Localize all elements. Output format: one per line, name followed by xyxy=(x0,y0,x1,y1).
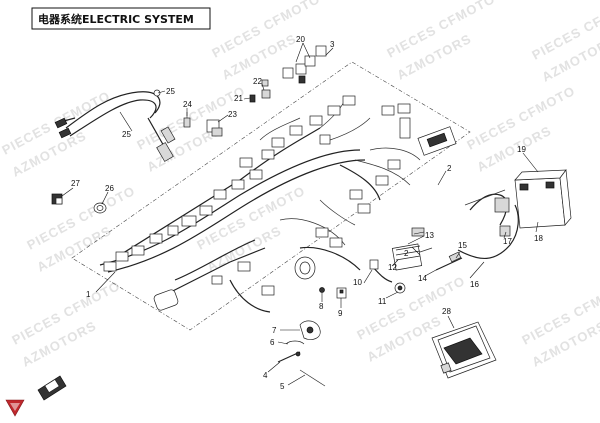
main-wire-harness xyxy=(99,95,457,313)
battery-assembly xyxy=(457,169,572,259)
callout-18: 18 xyxy=(534,234,543,243)
callout-10: 10 xyxy=(353,278,362,287)
callout-27: 27 xyxy=(71,179,80,188)
callout-7: 7 xyxy=(272,326,277,335)
cable-part-14-15 xyxy=(435,251,463,271)
callout-2: 2 xyxy=(447,164,452,173)
relay-group-20 xyxy=(282,45,327,84)
part-4 xyxy=(277,351,301,363)
oxygen-sensor-cables xyxy=(54,89,176,162)
part-6 xyxy=(285,340,305,345)
callout-14: 14 xyxy=(418,274,427,283)
callout-22: 22 xyxy=(253,77,262,86)
sensor-part-10 xyxy=(369,259,393,283)
callout-25b: 25 xyxy=(122,130,131,139)
callout-19: 19 xyxy=(517,145,526,154)
callout-2b: 2 xyxy=(404,249,409,258)
callout-4: 4 xyxy=(263,371,268,380)
watermark-layer: PIECES CFMOTO AZMOTORS PIECES CFMOTO AZM… xyxy=(0,0,600,370)
callout-16: 16 xyxy=(470,280,479,289)
harness-frame xyxy=(71,61,471,331)
connector-part-13 xyxy=(411,227,425,237)
callout-17: 17 xyxy=(503,237,512,246)
ecu-28 xyxy=(431,321,497,379)
callout-1: 1 xyxy=(86,290,91,299)
part-9 xyxy=(336,287,347,299)
diagram-title: 电器系统ELECTRIC SYSTEM xyxy=(38,12,194,26)
callout-15: 15 xyxy=(458,241,467,250)
callout-24: 24 xyxy=(183,100,192,109)
callout-11: 11 xyxy=(378,297,387,306)
front-direction-arrow xyxy=(37,375,67,401)
part-8 xyxy=(319,287,325,293)
callout-25: 25 xyxy=(166,87,175,96)
fuse-parts-21-22 xyxy=(249,79,271,103)
callout-23: 23 xyxy=(228,110,237,119)
voltage-regulator-12 xyxy=(391,243,433,271)
callout-26: 26 xyxy=(105,184,114,193)
part-5 xyxy=(299,369,326,387)
callout-9: 9 xyxy=(338,309,343,318)
title-block: 电器系统ELECTRIC SYSTEM xyxy=(31,7,211,30)
sensor-part-7 xyxy=(299,320,321,340)
callout-layer: 1 2 3 4 5 6 7 8 9 10 11 12 13 14 15 16 xyxy=(61,35,543,391)
callout-21: 21 xyxy=(234,94,243,103)
switch-part-27 xyxy=(51,193,63,205)
callout-8: 8 xyxy=(319,302,324,311)
relay-part-23 xyxy=(206,119,223,137)
clip-part-26 xyxy=(93,202,107,214)
callout-20: 20 xyxy=(296,35,305,44)
callout-12: 12 xyxy=(388,263,397,272)
callout-5: 5 xyxy=(280,382,285,391)
brand-logo xyxy=(5,399,25,417)
callout-28: 28 xyxy=(442,307,451,316)
callout-13: 13 xyxy=(425,231,434,240)
callout-3: 3 xyxy=(330,40,335,49)
callout-6: 6 xyxy=(270,338,275,347)
sensor-part-11 xyxy=(394,282,406,294)
